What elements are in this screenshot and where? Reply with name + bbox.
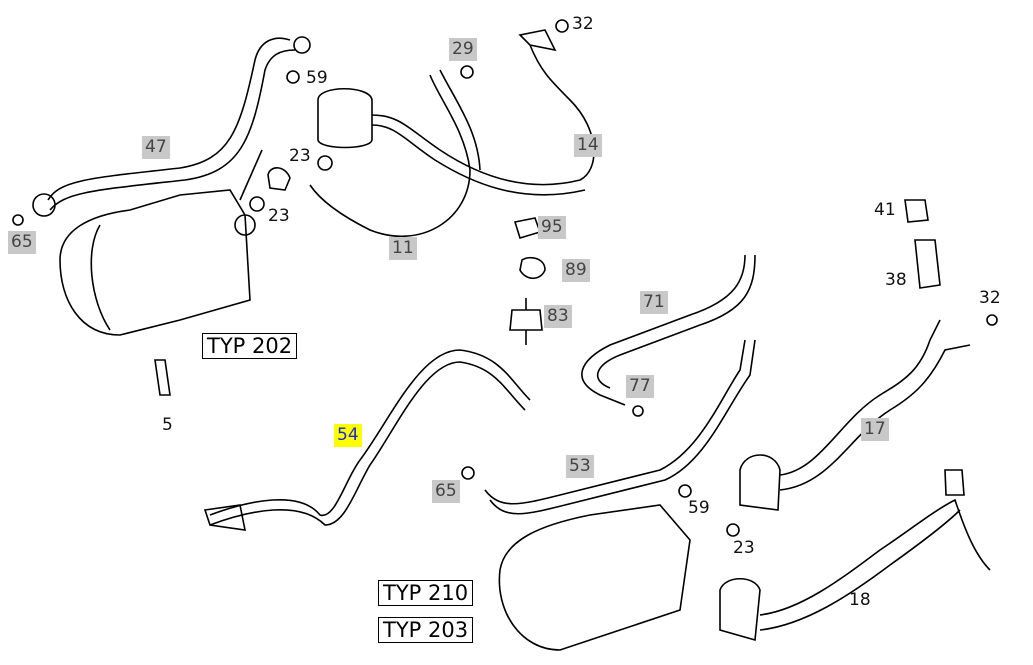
callout-11[interactable]: 11 [389,237,417,260]
type-label-202: TYP 202 [202,333,298,359]
nut-icon [32,193,56,217]
callout-71[interactable]: 71 [640,291,668,314]
callout-59: 59 [306,68,328,88]
fitting-18 [719,577,761,642]
hose-11 [309,74,471,238]
hose-47 [47,37,291,201]
callout-23: 23 [289,146,311,166]
hose-18 [759,498,991,616]
hose-14 [371,44,595,186]
callout-17[interactable]: 17 [861,418,889,441]
callout-5: 5 [162,415,173,435]
hose-17 [779,319,941,476]
type-label-210: TYP 210 [378,580,474,606]
callout-77[interactable]: 77 [626,375,654,398]
bolt-5 [154,359,171,396]
callout-53[interactable]: 53 [566,455,594,478]
callout-32: 32 [979,288,1001,308]
callout-83[interactable]: 83 [544,305,572,328]
callout-47[interactable]: 47 [142,136,170,159]
fitting-17 [739,454,781,511]
callout-32: 32 [572,14,594,34]
nut-95 [513,217,542,239]
hose-53 [484,339,746,505]
callout-29[interactable]: 29 [449,38,477,61]
callout-38: 38 [885,270,907,290]
compressor-210-203 [498,504,691,651]
valve-38 [914,239,941,289]
sensor-83 [509,298,543,345]
compressor-202 [59,189,251,336]
callout-23: 23 [733,538,755,558]
type-label-203: TYP 203 [378,617,474,643]
callout-23: 23 [268,206,290,226]
callout-18: 18 [849,590,871,610]
callout-65[interactable]: 65 [8,231,36,254]
hose-54 [209,349,531,517]
callout-59: 59 [688,498,710,518]
hose-71 [581,254,746,406]
receiver-dryer [317,87,373,149]
callout-54-selected[interactable]: 54 [334,424,362,447]
cap-41 [904,199,929,223]
callout-41: 41 [874,200,896,220]
callout-95[interactable]: 95 [538,216,566,239]
callout-65[interactable]: 65 [432,480,460,503]
callout-89[interactable]: 89 [562,259,590,282]
callout-14[interactable]: 14 [574,134,602,157]
clip-89 [519,256,546,280]
